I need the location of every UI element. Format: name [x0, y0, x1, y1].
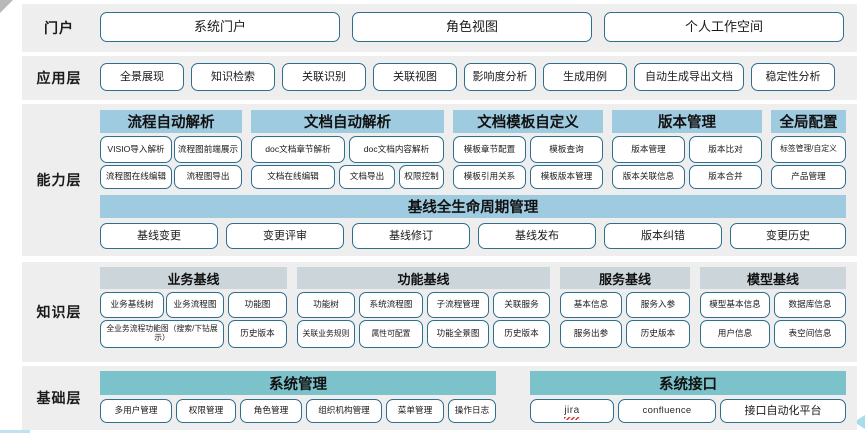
lifecycle-item-baseline-revise[interactable]: 基线修订 [352, 223, 470, 249]
knowledge-item-basic-info[interactable]: 基本信息 [560, 292, 622, 318]
knowledge-item-business-flowchart[interactable]: 业务流程图 [166, 292, 224, 318]
knowledge-item-history-version-business[interactable]: 历史版本 [228, 320, 287, 348]
capability-group-header-doc-parse: 文档自动解析 [251, 110, 444, 133]
layer-label-portal: 门户 [44, 20, 74, 36]
portal-button-personal-workspace[interactable]: 个人工作空间 [604, 12, 844, 42]
layer-knowledge: 知识层 业务基线 业务基线树 业务流程图 功能图 全业务流程功能图（搜索/下钻展… [22, 262, 857, 362]
portal-button-system-portal[interactable]: 系统门户 [100, 12, 340, 42]
knowledge-group-header-function-baseline: 功能基线 [297, 267, 550, 289]
layer-application: 应用层 全景展现 知识检索 关联识别 关联视图 影响度分析 生成用例 自动生成导… [22, 56, 857, 100]
foundation-item-menu-manage[interactable]: 菜单管理 [386, 399, 444, 423]
capability-item-version-compare[interactable]: 版本比对 [689, 136, 762, 163]
knowledge-item-history-version-service[interactable]: 历史版本 [626, 320, 690, 348]
foundation-item-confluence[interactable]: confluence [618, 399, 716, 423]
foundation-item-org-structure-manage[interactable]: 组织机构管理 [306, 399, 382, 423]
app-button-panorama[interactable]: 全景展现 [100, 63, 184, 91]
knowledge-item-function-panorama[interactable]: 功能全景图 [427, 320, 489, 348]
app-button-generate-cases[interactable]: 生成用例 [543, 63, 627, 91]
foundation-item-api-automation-platform[interactable]: 接口自动化平台 [720, 399, 846, 423]
capability-group-header-doc-template-custom: 文档模板自定义 [453, 110, 603, 133]
knowledge-group-header-model-baseline: 模型基线 [700, 267, 846, 289]
right-arrow-decoration [854, 415, 865, 429]
app-button-knowledge-search[interactable]: 知识检索 [191, 63, 275, 91]
capability-item-doc-section-parse[interactable]: doc文档章节解析 [251, 136, 345, 163]
foundation-item-jira[interactable]: jira [530, 399, 614, 423]
foundation-item-permission-manage[interactable]: 权限管理 [176, 399, 236, 423]
capability-item-product-manage[interactable]: 产品管理 [771, 165, 846, 189]
app-button-auto-export-doc[interactable]: 自动生成导出文档 [634, 63, 744, 91]
layer-body-knowledge: 业务基线 业务基线树 业务流程图 功能图 全业务流程功能图（搜索/下钻展示） 历… [100, 262, 851, 362]
lifecycle-item-baseline-change[interactable]: 基线变更 [100, 223, 218, 249]
portal-button-role-view[interactable]: 角色视图 [352, 12, 592, 42]
layer-body-foundation: 系统管理 多用户管理 权限管理 角色管理 组织机构管理 菜单管理 操作日志 系统… [100, 366, 851, 430]
capability-item-flowchart-online-edit[interactable]: 流程图在线编辑 [100, 165, 172, 189]
knowledge-item-service-output-param[interactable]: 服务出参 [560, 320, 622, 348]
knowledge-item-function-diagram[interactable]: 功能图 [228, 292, 287, 318]
capability-item-template-reference-relation[interactable]: 模板引用关系 [453, 165, 526, 189]
capability-item-version-relation-info[interactable]: 版本关联信息 [612, 165, 685, 189]
knowledge-item-related-service[interactable]: 关联服务 [493, 292, 550, 318]
capability-group-header-version-management: 版本管理 [612, 110, 762, 133]
knowledge-group-header-business-baseline: 业务基线 [100, 267, 287, 289]
knowledge-group-header-service-baseline: 服务基线 [560, 267, 690, 289]
jira-label: jira [564, 405, 581, 420]
layer-body-portal: 系统门户 角色视图 个人工作空间 [100, 4, 851, 52]
capability-item-tag-manage-custom[interactable]: 标签管理/自定义 [771, 136, 846, 163]
knowledge-item-service-input-param[interactable]: 服务入参 [626, 292, 690, 318]
capability-item-version-merge[interactable]: 版本合并 [689, 165, 762, 189]
foundation-item-role-manage[interactable]: 角色管理 [240, 399, 302, 423]
knowledge-item-system-flowchart[interactable]: 系统流程图 [359, 292, 423, 318]
foundation-item-multi-user-manage[interactable]: 多用户管理 [100, 399, 172, 423]
capability-item-visio-import-parse[interactable]: VISIO导入解析 [100, 136, 172, 163]
capability-item-flowchart-export[interactable]: 流程图导出 [174, 165, 242, 189]
app-button-relation-view[interactable]: 关联视图 [373, 63, 457, 91]
layer-capability: 能力层 流程自动解析 VISIO导入解析 流程图前端展示 流程图在线编辑 流程图… [22, 104, 857, 256]
app-button-relation-recognition[interactable]: 关联识别 [282, 63, 366, 91]
capability-group-header-global-config: 全局配置 [771, 110, 846, 133]
layer-foundation: 基础层 系统管理 多用户管理 权限管理 角色管理 组织机构管理 菜单管理 操作日… [22, 366, 857, 430]
layer-label-capability: 能力层 [36, 172, 82, 188]
foundation-item-operation-log[interactable]: 操作日志 [448, 399, 496, 423]
capability-item-template-query[interactable]: 模板查询 [530, 136, 603, 163]
knowledge-item-subprocess-manage[interactable]: 子流程管理 [427, 292, 489, 318]
knowledge-item-tablespace-info[interactable]: 表空间信息 [774, 320, 846, 348]
lifecycle-item-baseline-release[interactable]: 基线发布 [478, 223, 596, 249]
capability-item-version-manage[interactable]: 版本管理 [612, 136, 685, 163]
layer-body-capability: 流程自动解析 VISIO导入解析 流程图前端展示 流程图在线编辑 流程图导出 文… [100, 104, 851, 256]
corner-triangle-decoration [0, 0, 13, 13]
capability-item-template-version-manage[interactable]: 模板版本管理 [530, 165, 603, 189]
app-button-impact-analysis[interactable]: 影响度分析 [464, 63, 536, 91]
capability-item-permission-control[interactable]: 权限控制 [399, 165, 444, 189]
capability-group-header-process-parse: 流程自动解析 [100, 110, 242, 133]
capability-item-template-section-config[interactable]: 模板章节配置 [453, 136, 526, 163]
capability-item-doc-content-parse[interactable]: doc文档内容解析 [349, 136, 444, 163]
knowledge-item-attribute-configurable[interactable]: 属性可配置 [359, 320, 423, 348]
layer-label-knowledge: 知识层 [36, 304, 82, 320]
knowledge-item-history-version-function[interactable]: 历史版本 [493, 320, 550, 348]
foundation-group-header-system-interface: 系统接口 [530, 371, 846, 395]
capability-item-doc-export[interactable]: 文档导出 [339, 165, 395, 189]
confluence-label: confluence [642, 404, 692, 416]
capability-item-flowchart-frontend-display[interactable]: 流程图前端展示 [174, 136, 242, 163]
lifecycle-item-change-history[interactable]: 变更历史 [730, 223, 846, 249]
knowledge-item-full-business-flow-function-diagram[interactable]: 全业务流程功能图（搜索/下钻展示） [100, 320, 224, 348]
layer-portal: 门户 系统门户 角色视图 个人工作空间 [22, 4, 857, 52]
knowledge-item-function-tree[interactable]: 功能树 [297, 292, 355, 318]
app-button-stability-analysis[interactable]: 稳定性分析 [751, 63, 835, 91]
layer-label-application: 应用层 [36, 70, 82, 86]
foundation-group-header-system-management: 系统管理 [100, 371, 496, 395]
knowledge-item-database-info[interactable]: 数据库信息 [774, 292, 846, 318]
knowledge-item-model-basic-info[interactable]: 模型基本信息 [700, 292, 770, 318]
layer-label-foundation: 基础层 [36, 390, 82, 406]
lifecycle-item-change-review[interactable]: 变更评审 [226, 223, 344, 249]
layer-body-application: 全景展现 知识检索 关联识别 关联视图 影响度分析 生成用例 自动生成导出文档 … [100, 56, 851, 100]
capability-lifecycle-header: 基线全生命周期管理 [100, 195, 846, 218]
knowledge-item-user-info[interactable]: 用户信息 [700, 320, 770, 348]
lifecycle-item-version-correction[interactable]: 版本纠错 [604, 223, 722, 249]
knowledge-item-business-baseline-tree[interactable]: 业务基线树 [100, 292, 164, 318]
bottom-left-rule-decoration [0, 430, 30, 433]
capability-item-doc-online-edit[interactable]: 文档在线编辑 [251, 165, 335, 189]
knowledge-item-related-business-rules[interactable]: 关联业务规则 [297, 320, 355, 348]
